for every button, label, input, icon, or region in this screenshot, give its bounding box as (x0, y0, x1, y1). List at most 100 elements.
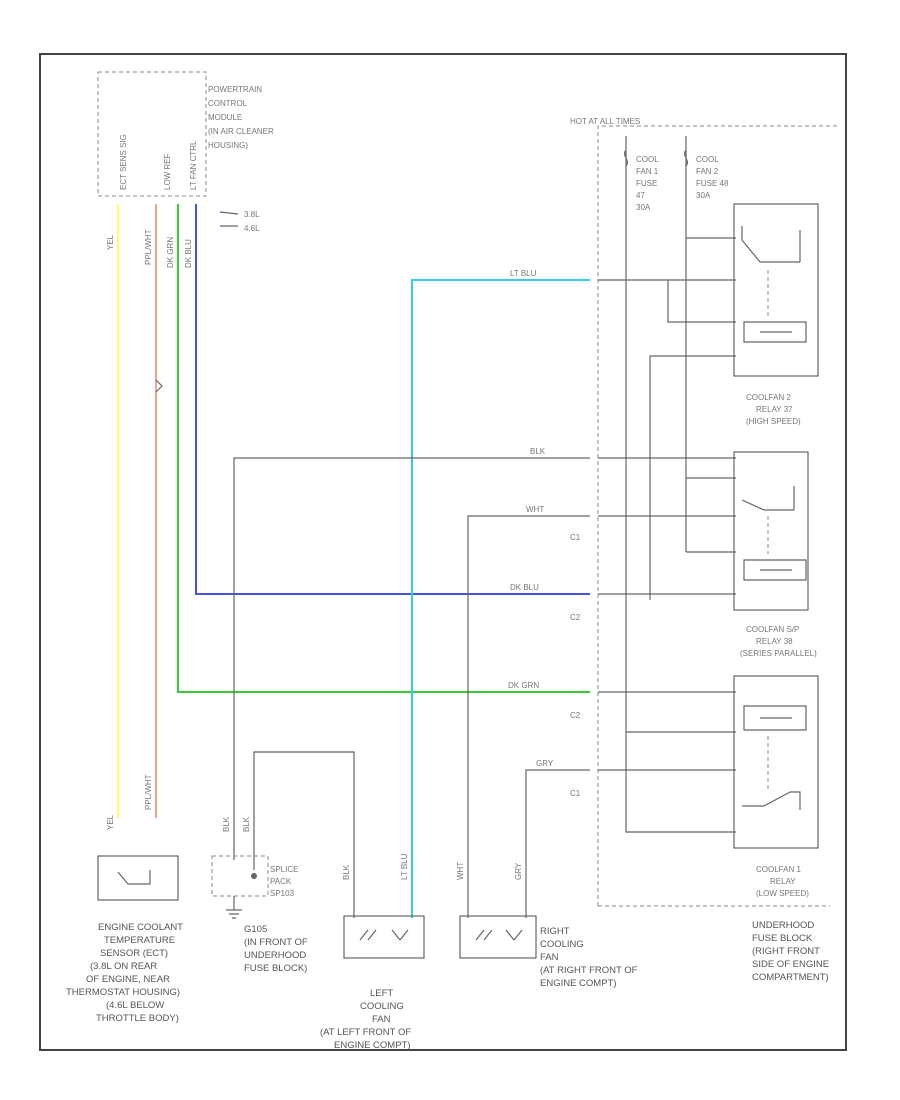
wire-label-blk-4: BLK (342, 864, 351, 880)
ect-line7: (4.6L BELOW (106, 1000, 164, 1011)
left-cooling-fan: LEFT COOLING FAN (AT LEFT FRONT OF ENGIN… (320, 915, 425, 1051)
wire-label-blk: BLK (530, 447, 546, 456)
wire-label-lt-blu-2: LT BLU (400, 853, 409, 880)
relay1-title-3: (LOW SPEED) (756, 889, 809, 898)
fan-motor-icon (359, 929, 409, 941)
relay2-title-3: (HIGH SPEED) (746, 417, 801, 426)
connector-c2-a: C2 (570, 613, 581, 622)
pcm-pin-lowref: LOW REF (163, 153, 172, 190)
underhood-fuse-block: HOT AT ALL TIMES COOL FAN 1 FUSE 47 30A … (570, 117, 840, 983)
right-fan-line1: RIGHT (540, 926, 570, 937)
fuse1-line3: FUSE (636, 179, 657, 188)
fuse-block-caption-3: (RIGHT FRONT (752, 946, 820, 957)
wire-label-ppl-wht-2: PPL/WHT (144, 774, 153, 810)
fuse-block-caption-1: UNDERHOOD (752, 920, 814, 931)
relay2-title-2: RELAY 37 (756, 405, 793, 414)
wire-label-ylw-2: YEL (106, 814, 115, 830)
wire-label-ppl-wht: PPL/WHT (144, 229, 153, 265)
engine-note-38: 3.8L (244, 210, 260, 219)
fuse-block-caption-5: COMPARTMENT) (752, 972, 829, 983)
ect-line3: SENSOR (ECT) (100, 948, 168, 959)
hot-at-all-times-label: HOT AT ALL TIMES (570, 117, 640, 126)
left-fan-line4: (AT LEFT FRONT OF (320, 1027, 411, 1038)
wire-label-dk-grn: DK GRN (166, 237, 175, 268)
ect-line8: THROTTLE BODY) (96, 1013, 179, 1024)
g105-line2: (IN FRONT OF (244, 937, 308, 948)
relay-top (733, 203, 819, 377)
relay1-title-2: RELAY (770, 877, 796, 886)
wire-lt-blu (411, 279, 590, 918)
wire-gry (525, 769, 590, 918)
pcm-module: POWERTRAIN CONTROL MODULE (IN AIR CLEANE… (97, 71, 274, 233)
connector-c2-b: C2 (570, 711, 581, 720)
left-fan-line5: ENGINE COMPT) (334, 1040, 411, 1051)
relay-sp-title-3: (SERIES PARALLEL) (740, 649, 817, 658)
right-fan-line4: (AT RIGHT FRONT OF (540, 965, 638, 976)
fuse1-line2: FAN 1 (636, 167, 659, 176)
fuse2-line4: 30A (696, 191, 711, 200)
pcm-title-1: POWERTRAIN (208, 85, 262, 94)
fuse1-line1: COOL (636, 155, 659, 164)
fuse1-line4: 47 (636, 191, 645, 200)
fuse-block-caption-4: SIDE OF ENGINE (752, 959, 829, 970)
wire-blk-fan (253, 751, 355, 918)
pcm-pin-ect: ECT SENS SIG (119, 134, 128, 190)
connector-c1-b: C1 (570, 789, 581, 798)
wire-label-blk-3: BLK (242, 816, 251, 832)
pcm-title-3: MODULE (208, 113, 242, 122)
right-fan-line5: ENGINE COMPT) (540, 978, 617, 989)
pcm-title-5: HOUSING) (208, 141, 248, 150)
ground-symbol-pcm (155, 379, 163, 393)
wire-label-wht-2: WHT (456, 862, 465, 880)
splice-line3: SP103 (270, 889, 295, 898)
ect-line6: THERMOSTAT HOUSING) (66, 987, 180, 998)
wire-wht (467, 515, 590, 918)
fuse-47 (623, 149, 629, 167)
relay2-title-1: COOLFAN 2 (746, 393, 791, 402)
pcm-title-4: (IN AIR CLEANER (208, 127, 274, 136)
wire-label-lt-blu: LT BLU (510, 269, 537, 278)
ect-line5: OF ENGINE, NEAR (86, 974, 170, 985)
wire-label-ylw: YEL (106, 234, 115, 250)
fuse1-line5: 30A (636, 203, 651, 212)
engine-note-46: 4.6L (244, 224, 260, 233)
ect-line2: TEMPERATURE (104, 935, 175, 946)
right-cooling-fan: RIGHT COOLING FAN (AT RIGHT FRONT OF ENG… (459, 915, 638, 989)
wire-label-gry: GRY (536, 759, 554, 768)
wire-label-gry-2: GRY (514, 862, 523, 880)
fuse2-line1: COOL (696, 155, 719, 164)
wire-dk-grn (177, 204, 590, 693)
wire-label-blk-2: BLK (222, 816, 231, 832)
wire-blk (233, 457, 590, 860)
ect-sensor: ENGINE COOLANT TEMPERATURE SENSOR (ECT) … (66, 855, 183, 1024)
g105-line4: FUSE BLOCK) (244, 963, 307, 974)
fuse-block-caption-2: FUSE BLOCK (752, 933, 813, 944)
fuse2-line3: FUSE 48 (696, 179, 729, 188)
g105-line1: G105 (244, 924, 267, 935)
pcm-title-2: CONTROL (208, 99, 248, 108)
wire-label-dk-grn-2: DK GRN (508, 681, 539, 690)
engine-legend: 3.8L 4.6L (219, 210, 260, 233)
relay-sp-title-1: COOLFAN S/P (746, 625, 799, 634)
wire-dk-blu (195, 204, 590, 595)
right-fan-line2: COOLING (540, 939, 584, 950)
left-fan-line3: FAN (372, 1014, 391, 1025)
wire-label-wht: WHT (526, 505, 544, 514)
fan-motor-icon-2 (475, 929, 523, 941)
relay-sp (733, 675, 819, 849)
ect-line1: ENGINE COOLANT (98, 922, 183, 933)
fuse2-line2: FAN 2 (696, 167, 719, 176)
right-fan-line3: FAN (540, 952, 559, 963)
ect-line4: (3.8L ON REAR (90, 961, 157, 972)
fuse-48 (683, 149, 689, 167)
left-fan-line2: COOLING (360, 1001, 404, 1012)
g105-line3: UNDERHOOD (244, 950, 306, 961)
splice-line1: SPLICE (270, 865, 298, 874)
relay-2 (733, 451, 809, 611)
splice-pack-sp103: SPLICE PACK SP103 G105 (IN FRONT OF UNDE… (211, 855, 308, 974)
relay1-title-1: COOLFAN 1 (756, 865, 801, 874)
splice-line2: PACK (270, 877, 292, 886)
relay-sp-title-2: RELAY 38 (756, 637, 793, 646)
wire-label-dk-blu: DK BLU (184, 239, 193, 268)
diagram-frame (39, 53, 847, 1051)
